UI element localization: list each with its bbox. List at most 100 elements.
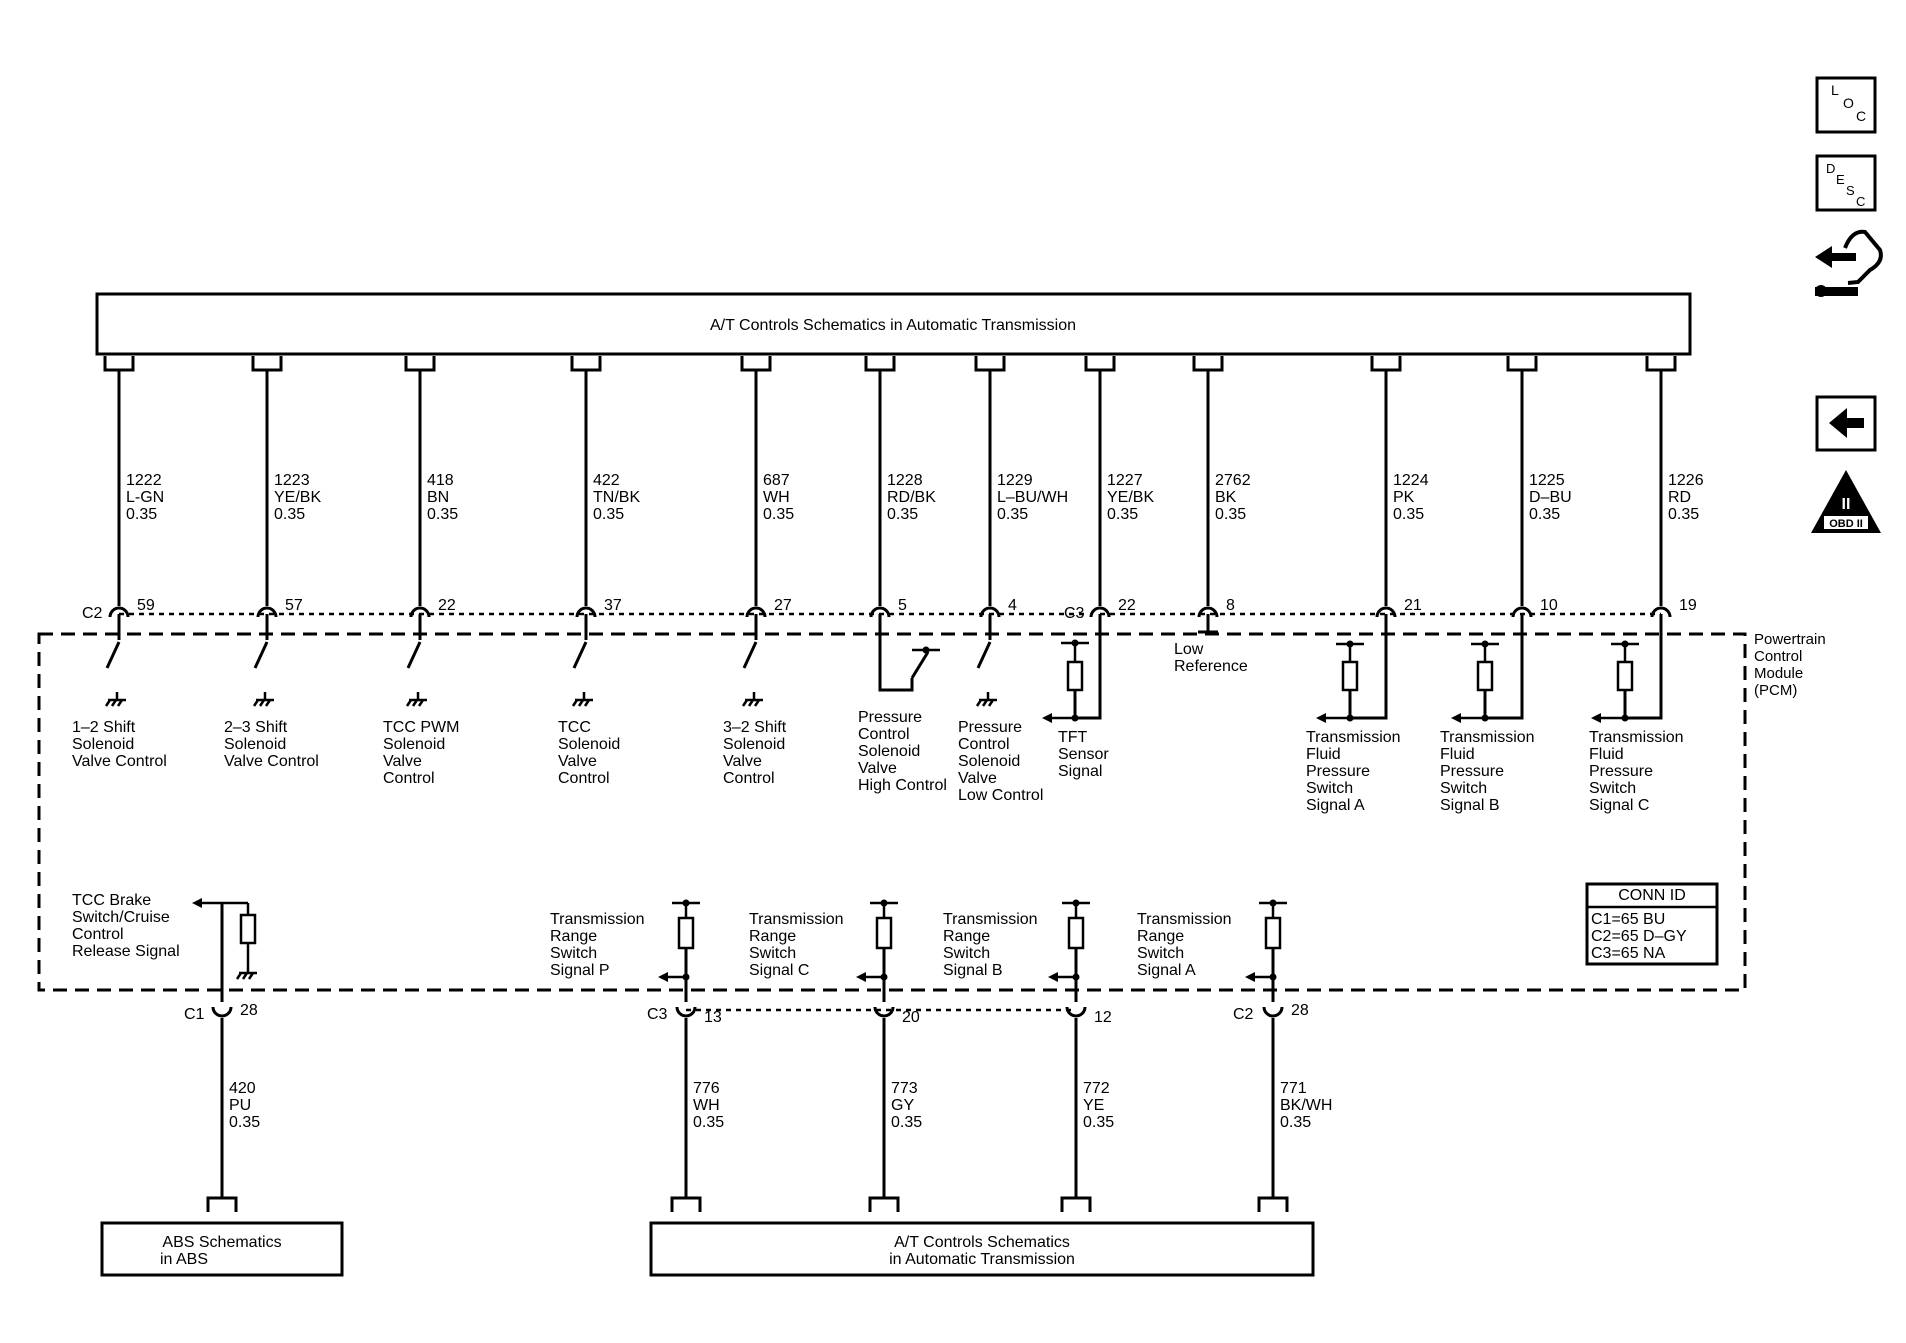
pin-number: 37 <box>604 597 622 614</box>
loc-button[interactable]: L O C <box>1815 76 1877 134</box>
desc-letter: E <box>1836 172 1845 187</box>
wire-gauge: 0.35 <box>1668 506 1699 523</box>
wire <box>1483 614 1524 720</box>
circuit-description: Pressure <box>1306 763 1370 780</box>
pin-number: 8 <box>1226 597 1235 614</box>
desc-letter: D <box>1826 161 1835 176</box>
connector-label-c3-bottom: C3 <box>647 1006 668 1023</box>
pin-arc <box>1197 606 1219 618</box>
wire-circuit-number: 687 <box>763 472 790 489</box>
harness-terminal <box>740 356 772 372</box>
circuit-description: Switch <box>1440 780 1487 797</box>
desc-letter: S <box>1846 183 1855 198</box>
circuit-description: Valve <box>858 760 897 777</box>
connector-label-c3-top: C3 <box>1064 605 1085 622</box>
pin-number: 12 <box>1094 1009 1112 1026</box>
circuit-description: Fluid <box>1306 746 1341 763</box>
arrow-left-icon <box>1829 408 1864 438</box>
resistor-symbol <box>677 916 695 950</box>
switch-symbol <box>910 651 930 679</box>
pin-number: 20 <box>902 1009 920 1026</box>
top-harness-box[interactable]: A/T Controls Schematics in Automatic Tra… <box>95 292 1692 356</box>
wire-color: D–BU <box>1529 489 1572 506</box>
pin-number: 27 <box>774 597 792 614</box>
resistor-symbol <box>1067 916 1085 950</box>
top-circuit: 1224PK0.3521TransmissionFluidPressureSwi… <box>1306 356 1429 814</box>
arrow-head <box>1048 972 1058 982</box>
top-harness-label: A/T Controls Schematics in Automatic Tra… <box>710 317 1076 334</box>
bottom-harness-box[interactable]: A/T Controls Schematics in Automatic Tra… <box>649 1221 1315 1277</box>
circuit-description: Transmission <box>943 911 1038 928</box>
harness-terminal <box>206 1196 238 1212</box>
circuit-description: Low <box>1174 641 1204 658</box>
ground-symbol <box>104 692 126 707</box>
switch-symbol <box>253 641 269 669</box>
wire-circuit-number: 418 <box>427 472 454 489</box>
top-circuit: 1228RD/BK0.355PressureControlSolenoidVal… <box>858 356 947 794</box>
circuit-description: Sensor <box>1058 746 1109 763</box>
ground-symbol <box>975 692 997 707</box>
circuit-description: Release Signal <box>72 943 180 960</box>
switch-symbol <box>976 641 992 669</box>
wire-gauge: 0.35 <box>229 1114 260 1131</box>
wire-color: L-GN <box>126 489 164 506</box>
wire-color: YE <box>1083 1097 1104 1114</box>
circuit-description: TCC PWM <box>383 719 459 736</box>
desc-button[interactable]: D E S C <box>1815 154 1877 212</box>
harness-terminal <box>670 1196 702 1212</box>
circuit-description: Valve <box>383 753 422 770</box>
wire-gauge: 0.35 <box>274 506 305 523</box>
obd-ii-icon[interactable]: II OBD II <box>1811 470 1881 533</box>
wire-color: WH <box>693 1097 720 1114</box>
conn-id-title: CONN ID <box>1618 887 1686 904</box>
wire-gauge: 0.35 <box>427 506 458 523</box>
resistor-symbol <box>239 913 257 945</box>
pin-arc <box>1375 606 1397 618</box>
wire-circuit-number: 1229 <box>997 472 1033 489</box>
wire-gauge: 0.35 <box>887 506 918 523</box>
wire-gauge: 0.35 <box>1107 506 1138 523</box>
circuit-description: Switch <box>943 945 990 962</box>
top-circuit: 1229L–BU/WH0.354PressureControlSolenoidV… <box>958 356 1068 804</box>
wire-circuit-number: 771 <box>1280 1080 1307 1097</box>
resistor-symbol <box>875 916 893 950</box>
harness-terminal <box>1645 356 1677 372</box>
wire-gauge: 0.35 <box>1215 506 1246 523</box>
resistor-symbol <box>1616 660 1634 692</box>
wire-color: L–BU/WH <box>997 489 1068 506</box>
pin-arc <box>1650 606 1672 618</box>
circuit-description: Range <box>943 928 990 945</box>
resistor-symbol <box>1476 660 1494 692</box>
wire-color: WH <box>763 489 790 506</box>
wire-color: PU <box>229 1097 251 1114</box>
wire-color: GY <box>891 1097 914 1114</box>
circuit-description: TFT <box>1058 729 1088 746</box>
wire-circuit-number: 1226 <box>1668 472 1704 489</box>
wrench-arrows-icon[interactable] <box>1815 229 1883 297</box>
circuit-description: High Control <box>858 777 947 794</box>
circuit-description: Solenoid <box>558 736 620 753</box>
back-button[interactable] <box>1815 395 1877 452</box>
pin-arc <box>745 606 767 618</box>
conn-id-row: C3=65 NA <box>1591 945 1666 962</box>
harness-terminal <box>404 356 436 372</box>
harness-terminal <box>868 1196 900 1212</box>
ground-symbol <box>405 692 427 707</box>
wire-gauge: 0.35 <box>1280 1114 1311 1131</box>
wire-color: PK <box>1393 489 1415 506</box>
wire-color: YE/BK <box>274 489 321 506</box>
circuit-description: 1–2 Shift <box>72 719 136 736</box>
loc-letter: C <box>1856 108 1866 124</box>
pin-number: 28 <box>240 1002 258 1019</box>
wire-gauge: 0.35 <box>1083 1114 1114 1131</box>
circuit-description: Solenoid <box>72 736 134 753</box>
bottom-circuit: 776WH0.3513TransmissionRangeSwitchSignal… <box>550 899 724 1212</box>
wire-gauge: 0.35 <box>593 506 624 523</box>
abs-schematics-box[interactable]: ABS Schematics in ABS <box>100 1221 344 1277</box>
circuit-description: Switch <box>550 945 597 962</box>
arrow-head <box>192 898 202 908</box>
